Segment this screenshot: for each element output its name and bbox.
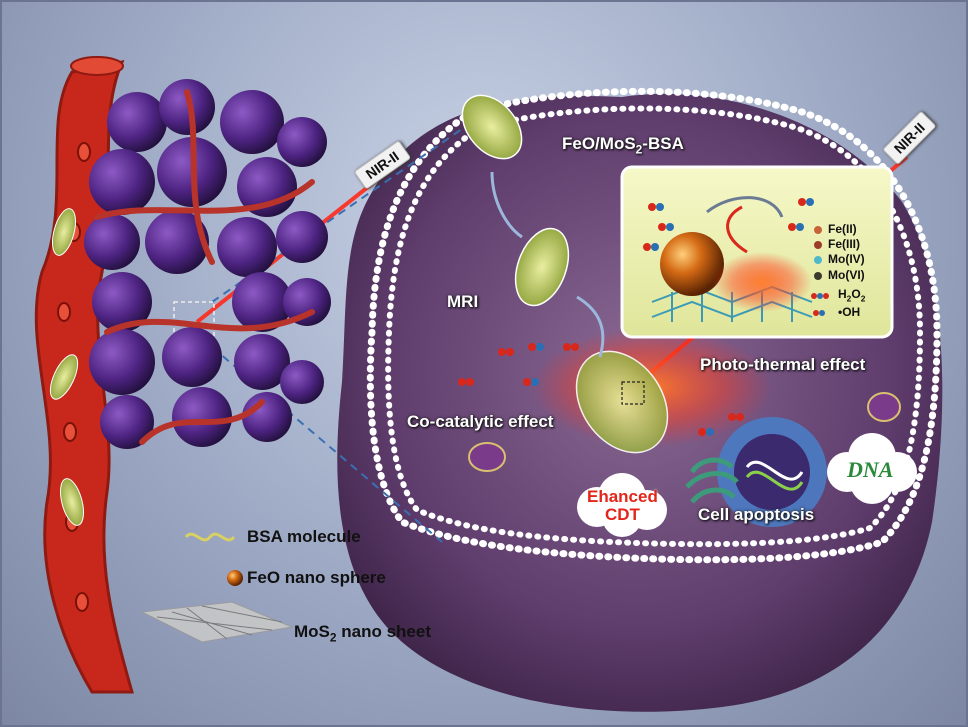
vessel-opening	[70, 56, 124, 76]
dna-label: DNA	[847, 457, 894, 482]
inset-legend-fe2: Fe(II)	[828, 222, 857, 236]
key-bsa-label: BSA molecule	[247, 527, 361, 546]
feo-sphere-symbol	[227, 570, 243, 586]
nanoparticle-label-sub: 2	[635, 142, 643, 157]
inset-legend-mo6: Mo(VI)	[828, 268, 865, 282]
inset-legend-mo4: Mo(IV)	[828, 252, 865, 266]
bsa-molecule-symbol	[184, 532, 236, 542]
nanoparticle-label-main: FeO/MoS	[562, 134, 636, 153]
inset-legend-h2o2: H2O2	[838, 287, 865, 303]
inset-legend-dots	[811, 226, 829, 316]
cocatalytic-label: Co-catalytic effect	[407, 412, 554, 431]
dna-cloud	[827, 433, 917, 504]
key-mos2-suffix: nano sheet	[336, 622, 431, 641]
golgi	[685, 457, 739, 504]
h2o2-o: O	[851, 287, 861, 301]
vessel-nanoparticles	[49, 208, 84, 526]
tumor-cluster	[84, 79, 331, 449]
uptake-arrow-2	[576, 295, 605, 358]
key-mos2-sub: 2	[329, 630, 337, 645]
mos2-sheet-symbol	[140, 601, 294, 643]
key-mos2-main: MoS	[294, 622, 330, 641]
nanoparticle-mri	[514, 227, 570, 307]
h2o2-h: H	[838, 287, 847, 301]
nanoparticle-label-suffix: -BSA	[642, 134, 684, 153]
uptake-arrow-1	[490, 171, 523, 239]
inset-molecules	[643, 198, 814, 251]
cell-membrane-inner	[385, 105, 924, 548]
enhanced-cdt-label: Ehanced CDT	[587, 488, 658, 524]
photothermal-label: Photo-thermal effect	[700, 355, 866, 374]
apoptosis-label: Cell apoptosis	[698, 505, 815, 524]
enhanced-cdt-line1: Ehanced	[587, 487, 658, 506]
nanoparticle-zoom-box	[621, 381, 645, 405]
cell-membrane-outer	[366, 87, 941, 564]
tumor-vasculature	[94, 89, 315, 445]
nanoparticle-label: FeO/MoS2-BSA	[562, 134, 684, 156]
enhanced-cdt-line2: CDT	[604, 505, 640, 524]
mitochondrion-left	[468, 442, 506, 472]
inset-legend-fe3: Fe(III)	[828, 237, 860, 251]
redox-cycle-arrow	[706, 196, 784, 218]
redox-cycle-arrow-2	[726, 205, 748, 254]
mri-label: MRI	[447, 292, 479, 311]
zoom-line-top	[211, 121, 473, 303]
inset-laser-glow	[712, 252, 812, 312]
inset-legend-oh: •OH	[838, 305, 861, 319]
cdt-cloud	[577, 473, 667, 537]
key-feo-label: FeO nano sphere	[247, 568, 386, 587]
nucleus	[717, 417, 827, 527]
reactive-molecules	[458, 343, 744, 436]
mitochondrion-right	[867, 392, 901, 422]
h2o2-sub1: 2	[846, 293, 852, 304]
key-mos2-label: MoS2 nano sheet	[294, 622, 431, 644]
nanoparticle-top	[461, 94, 523, 160]
h2o2-sub2: 2	[860, 293, 866, 304]
feo-sphere-inset	[660, 232, 724, 296]
